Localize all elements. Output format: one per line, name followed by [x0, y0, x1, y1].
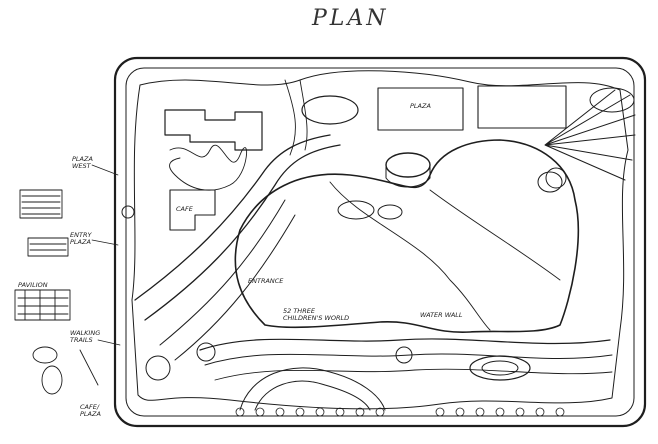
- pavilion-cylinder-side: [385, 164, 431, 188]
- hatch-scribble-left: [169, 144, 248, 191]
- section-sketch-3: [14, 289, 71, 321]
- bottom-arc-1: [239, 367, 386, 411]
- label-plaza-west: PLAZA WEST: [72, 155, 93, 170]
- tree-4: [545, 167, 567, 189]
- fan-top-center: [284, 79, 308, 156]
- plan-title: PLAN: [312, 6, 389, 31]
- pad-2: [377, 204, 403, 220]
- label-entrance: ENTRANCE: [248, 277, 284, 285]
- label-pavilion: PAVILION: [18, 281, 48, 289]
- lawn-inner-path: [329, 181, 491, 331]
- perimeter-path: [131, 70, 629, 410]
- oval-top-center: [301, 95, 359, 125]
- leader-line-1: [91, 164, 119, 176]
- diagonal-road-2: [144, 144, 341, 321]
- site-boundary-inner: [125, 67, 635, 417]
- leader-line-2: [91, 239, 119, 246]
- label-childrens-world: 52 THREE CHILDREN'S WORLD: [283, 307, 350, 322]
- leader-line-3: [97, 339, 121, 346]
- bottom-band-3: [214, 368, 613, 381]
- tree-3: [395, 346, 413, 364]
- label-walking-trails: WALKING TRAILS: [70, 329, 101, 344]
- label-cafe-plaza: CAFE/ PLAZA: [80, 403, 101, 418]
- diagonal-road-4: [174, 214, 296, 361]
- fan-right: [544, 89, 636, 181]
- bottom-right-oval-inner: [481, 360, 519, 376]
- site-boundary-outer: [113, 56, 647, 428]
- diagonal-road-1: [134, 134, 331, 301]
- label-water-wall: WATER WALL: [420, 311, 463, 319]
- building-block-top-left: [164, 109, 263, 151]
- bottom-arc-2: [254, 380, 371, 411]
- bottom-tree-row: [235, 407, 565, 417]
- section-sketch-4: [32, 346, 99, 395]
- bottom-band-1: [199, 338, 611, 351]
- tree-5: [121, 205, 135, 219]
- central-lawn: [234, 139, 580, 333]
- label-entry-plaza: ENTRY PLAZA: [70, 231, 92, 246]
- plaza-block-top-right: [477, 85, 567, 129]
- bottom-right-oval: [469, 355, 531, 381]
- oval-right: [589, 87, 635, 113]
- pavilion-cylinder: [385, 152, 431, 178]
- label-cafe: CAFE: [176, 205, 193, 213]
- section-sketch-2: [27, 237, 69, 257]
- plaza-block-top: [377, 87, 464, 131]
- tree-2: [196, 342, 216, 362]
- diagonal-road-3: [159, 199, 286, 346]
- section-sketch-1: [19, 189, 63, 219]
- pad-3: [537, 171, 563, 193]
- lawn-inner-path-2: [429, 189, 561, 281]
- label-plaza-top: PLAZA: [410, 102, 431, 110]
- bottom-band-2: [204, 353, 613, 366]
- tree-1: [145, 355, 171, 381]
- pad-1: [337, 200, 375, 220]
